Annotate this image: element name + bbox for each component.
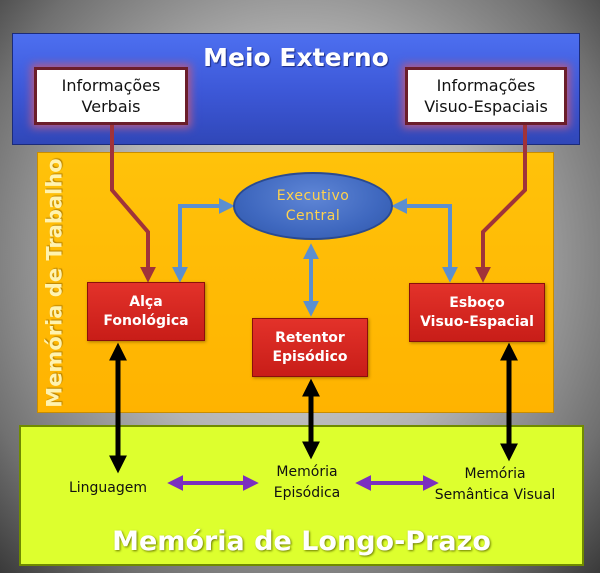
memoria-longo-prazo-title: Memória de Longo-Prazo: [112, 525, 491, 557]
info-visuo-line1: Informações: [436, 76, 536, 95]
meio-externo-title: Meio Externo: [203, 42, 389, 72]
info-visuo-box: Informações Visuo-Espaciais: [405, 67, 567, 125]
mem-semantica-line2: Semântica Visual: [434, 487, 556, 503]
mem-episodica-line1: Memória: [276, 464, 338, 480]
executivo-central-ellipse: Executivo Central: [233, 172, 393, 240]
arrow-visuo-to-esboco: [475, 125, 527, 283]
retentor-episodico-box: Retentor Episódico: [252, 318, 368, 377]
alca-line1: Alça: [129, 293, 163, 310]
esboco-visuo-espacial-box: Esboço Visuo-Espacial: [409, 283, 545, 342]
executivo-line2: Central: [285, 208, 341, 224]
arrow-verbais-to-alca: [110, 125, 156, 283]
mem-semantica-line1: Memória: [464, 466, 526, 482]
arrow-executivo-alca: [172, 198, 235, 283]
retentor-line1: Retentor: [275, 329, 345, 346]
esboco-line1: Esboço: [449, 294, 505, 311]
executivo-line1: Executivo: [276, 188, 350, 204]
memoria-episodica-label: Memória Episódica: [248, 461, 366, 505]
alca-line2: Fonológica: [103, 312, 189, 329]
arrow-executivo-esboco: [391, 198, 458, 283]
info-visuo-line2: Visuo-Espaciais: [424, 97, 548, 116]
alca-fonologica-box: Alça Fonológica: [87, 282, 205, 341]
mem-episodica-line2: Episódica: [273, 485, 341, 501]
retentor-line2: Episódico: [272, 348, 348, 365]
esboco-line2: Visuo-Espacial: [420, 313, 534, 330]
info-verbais-line2: Verbais: [81, 97, 141, 116]
memoria-semantica-visual-label: Memória Semântica Visual: [420, 463, 570, 507]
info-verbais-line1: Informações: [61, 76, 161, 95]
info-verbais-box: Informações Verbais: [34, 67, 188, 125]
linguagem-label: Linguagem: [68, 479, 148, 496]
